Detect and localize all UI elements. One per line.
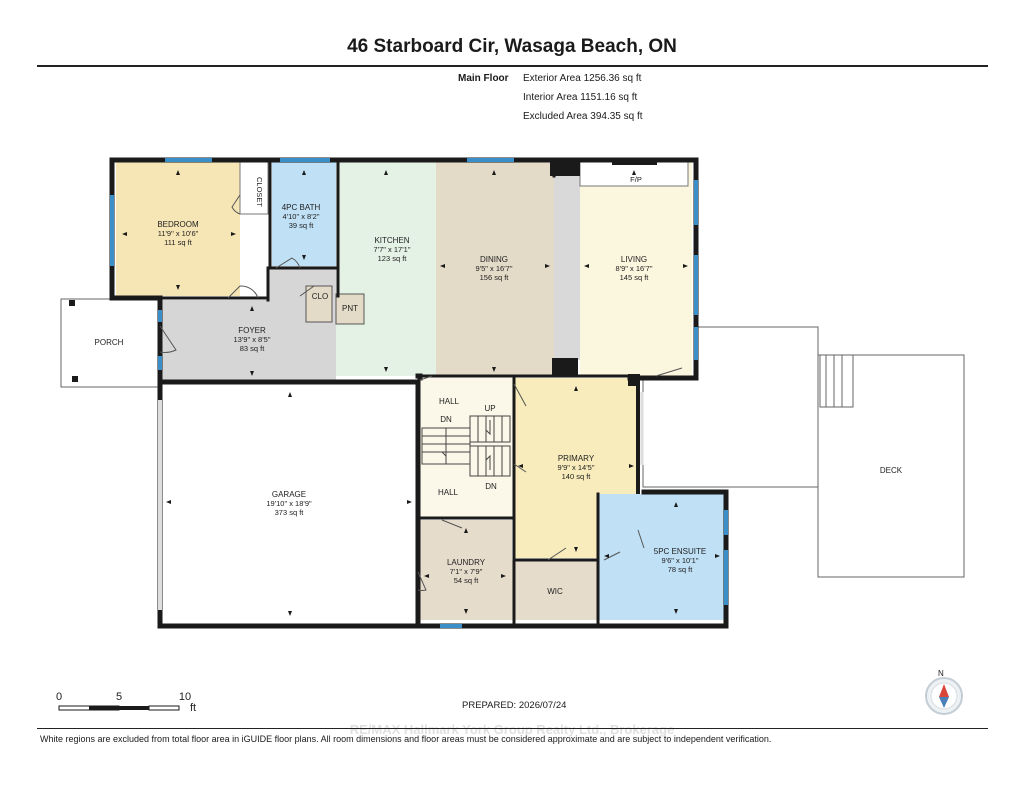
laundry [420, 520, 512, 620]
pantry-label: PNT [342, 304, 358, 313]
laundry-area: 54 sq ft [454, 576, 480, 585]
area-values: Exterior Area 1256.36 sq ft Interior Are… [523, 69, 643, 126]
foyer-area: 83 sq ft [240, 344, 266, 353]
deck-stairs [819, 354, 854, 408]
pantry [335, 293, 365, 325]
footer-divider [37, 728, 988, 729]
living [580, 162, 692, 376]
room-labels: BEDROOM 11'9" x 10'6" 111 sq ft CLOSET 4… [95, 175, 903, 596]
kitchen-area: 123 sq ft [378, 254, 408, 263]
clo-label: CLO [312, 292, 328, 301]
deck-label: DECK [880, 466, 903, 475]
windows [110, 158, 728, 628]
excluded-area: Excluded Area 394.35 sq ft [523, 111, 643, 122]
porch-area [60, 298, 161, 388]
ensuite-name: 5PC ENSUITE [654, 547, 706, 556]
prepared-date: PREPARED: 2026/07/24 [462, 700, 567, 711]
stair-dn-top-label: DN [440, 415, 452, 424]
fireplace-label: F/P [630, 175, 642, 184]
living-name: LIVING [621, 255, 647, 264]
scale-tick-0: 0 [56, 691, 62, 703]
hall-bottom-label: HALL [438, 488, 459, 497]
porch-label: PORCH [95, 338, 124, 347]
doors [159, 194, 683, 591]
footnote: White regions are excluded from total fl… [40, 734, 772, 744]
compass-icon [925, 677, 963, 715]
bedroom [116, 162, 240, 296]
living-dims: 8'9" x 16'7" [616, 264, 653, 273]
primary-area: 140 sq ft [562, 472, 592, 481]
dining-dims: 9'5" x 16'7" [476, 264, 513, 273]
ensuite-dims: 9'6" x 10'1" [662, 556, 699, 565]
floor-label: Main Floor [458, 73, 509, 84]
ensuite [598, 494, 724, 620]
laundry-dims: 7'1" x 7'9" [450, 567, 483, 576]
dining [436, 162, 554, 376]
compass-label: N [938, 669, 944, 678]
bathroom [272, 162, 336, 266]
foyer-dims: 13'9" x 8'5" [234, 335, 271, 344]
kitchen-dims: 7'7" x 17'1" [374, 245, 411, 254]
scale-bar: 0 5 10 ft [56, 691, 196, 714]
dimension-arrows [122, 170, 720, 616]
foyer-name: FOYER [238, 326, 266, 335]
kitchen [336, 162, 436, 376]
garage-area: 373 sq ft [275, 508, 305, 517]
dining-area: 156 sq ft [480, 273, 510, 282]
walk-in-closet [512, 560, 598, 620]
dining-passage [554, 176, 580, 360]
foyer [160, 266, 336, 380]
bedroom-dims: 11'9" x 10'6" [158, 229, 199, 238]
garage [162, 384, 416, 624]
bedroom-area: 111 sq ft [164, 238, 193, 247]
hallway [420, 378, 514, 518]
bath-dims: 4'10" x 8'2" [283, 212, 320, 221]
bath-name: 4PC BATH [282, 203, 321, 212]
scale-tick-5: 5 [116, 691, 122, 703]
closet-label: CLOSET [255, 177, 264, 207]
closet-clo [305, 285, 333, 323]
interior-area: Interior Area 1151.16 sq ft [523, 92, 638, 103]
header-divider [37, 65, 988, 67]
hall-top-label: HALL [439, 397, 460, 406]
bedroom-name: BEDROOM [157, 220, 199, 229]
ensuite-area: 78 sq ft [668, 565, 694, 574]
stair-dn-bottom-label: DN [485, 482, 497, 491]
watermark: RE/MAX Hallmark York Group Realty Ltd., … [349, 722, 675, 737]
kitchen-name: KITCHEN [374, 236, 409, 245]
page-title: 46 Starboard Cir, Wasaga Beach, ON [347, 36, 677, 57]
primary-name: PRIMARY [558, 454, 595, 463]
living-area: 145 sq ft [620, 273, 650, 282]
scale-unit: ft [190, 702, 196, 714]
laundry-name: LAUNDRY [447, 558, 486, 567]
staircase [421, 415, 511, 477]
garage-name: GARAGE [272, 490, 306, 499]
primary-dims: 9'9" x 14'5" [558, 463, 595, 472]
dining-name: DINING [480, 255, 508, 264]
garage-dims: 19'10" x 18'9" [266, 499, 312, 508]
exterior-area: Exterior Area 1256.36 sq ft [523, 73, 642, 84]
scale-tick-10: 10 [179, 691, 191, 703]
wic-label: WIC [547, 587, 563, 596]
stair-up-label: UP [484, 404, 495, 413]
bath-area: 39 sq ft [289, 221, 315, 230]
